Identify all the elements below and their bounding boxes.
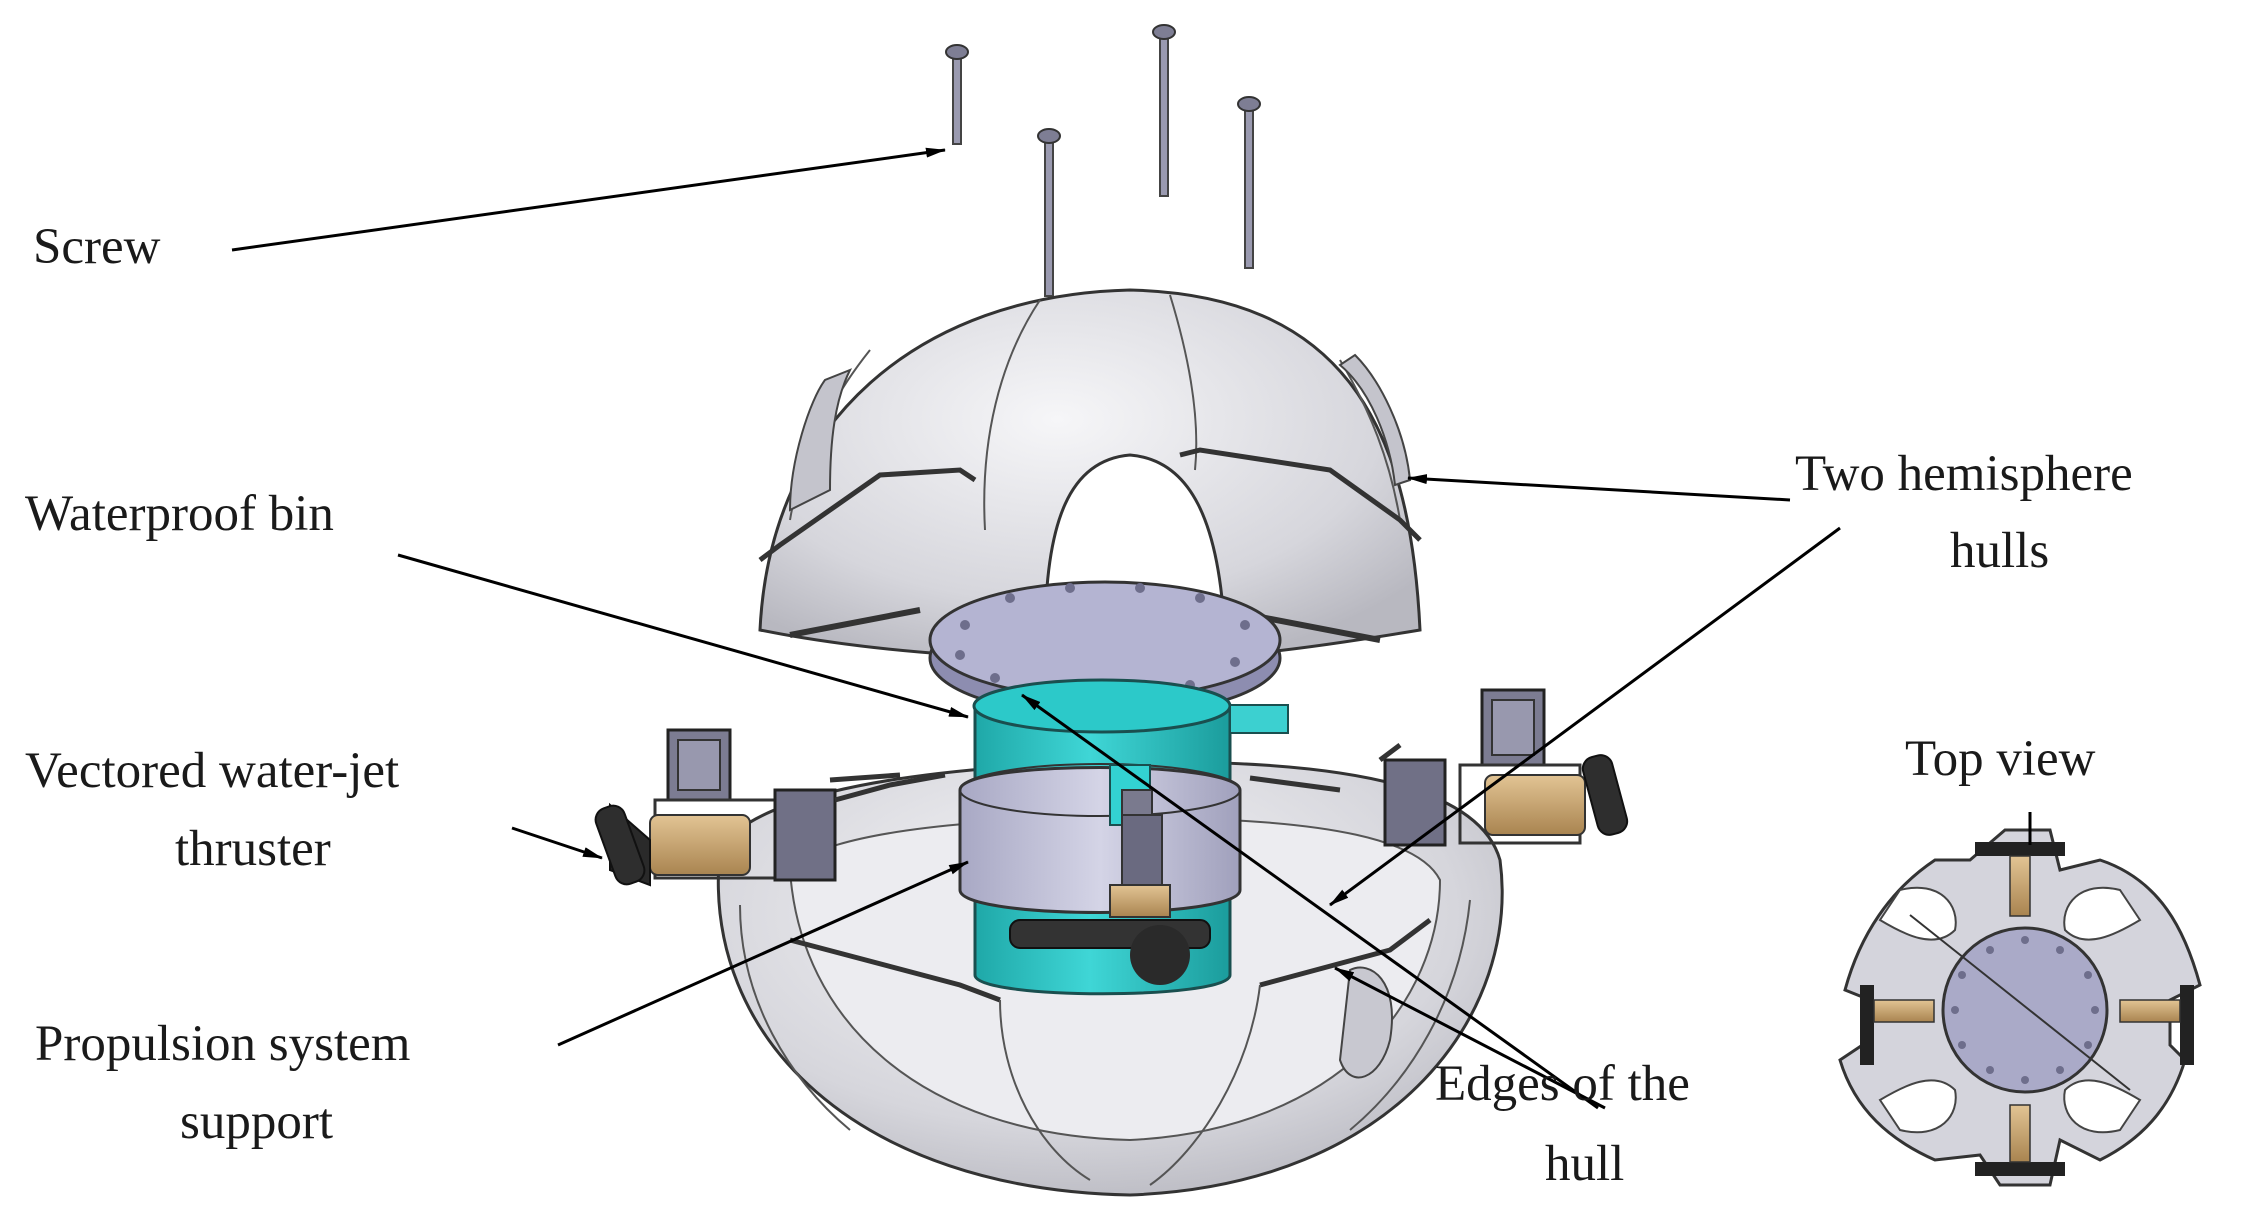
label-edges-line1: Edges of the xyxy=(1435,1056,1690,1112)
left-thruster xyxy=(594,728,946,887)
screw-1 xyxy=(945,44,969,145)
thruster-arrow xyxy=(511,826,603,860)
top-view-inset xyxy=(1838,828,2202,1187)
right-thruster xyxy=(1378,688,1629,847)
label-thruster-line1: Vectored water-jet xyxy=(25,743,399,799)
hemisphere-arrow-lower xyxy=(1329,526,1841,907)
inset-bolt-holes xyxy=(1951,936,2099,1084)
label-support-line1: Propulsion system xyxy=(35,1016,410,1072)
label-waterproof-bin: Waterproof bin xyxy=(25,486,334,542)
waterproof-bin-arrow xyxy=(397,553,969,719)
leader-lines xyxy=(231,147,2032,1110)
screw-3 xyxy=(1037,128,1061,297)
screws xyxy=(945,24,1261,297)
screw-arrow xyxy=(231,147,946,252)
label-edges-line2: hull xyxy=(1545,1136,1624,1192)
label-screw: Screw xyxy=(33,219,161,275)
edges-arrow-left xyxy=(1021,693,1599,1110)
label-thruster-line2: thruster xyxy=(175,821,331,877)
edges-arrow-right xyxy=(1334,966,1606,1110)
screw-4 xyxy=(1237,96,1261,269)
label-hemisphere-line2: hulls xyxy=(1950,523,2049,579)
hemisphere-arrow-upper xyxy=(1407,474,1791,502)
waterproof-bin xyxy=(928,580,1289,996)
support-arrow xyxy=(557,860,969,1047)
label-top-view: Top view xyxy=(1905,731,2096,787)
inset-thrusters xyxy=(1860,842,2194,1176)
label-support-line2: support xyxy=(180,1094,333,1150)
lid-bolt-holes xyxy=(955,583,1250,699)
screw-2 xyxy=(1152,24,1176,197)
labels: Screw Waterproof bin Two hemisphere hull… xyxy=(25,219,2133,1192)
label-hemisphere-line1: Two hemisphere xyxy=(1795,446,2133,502)
